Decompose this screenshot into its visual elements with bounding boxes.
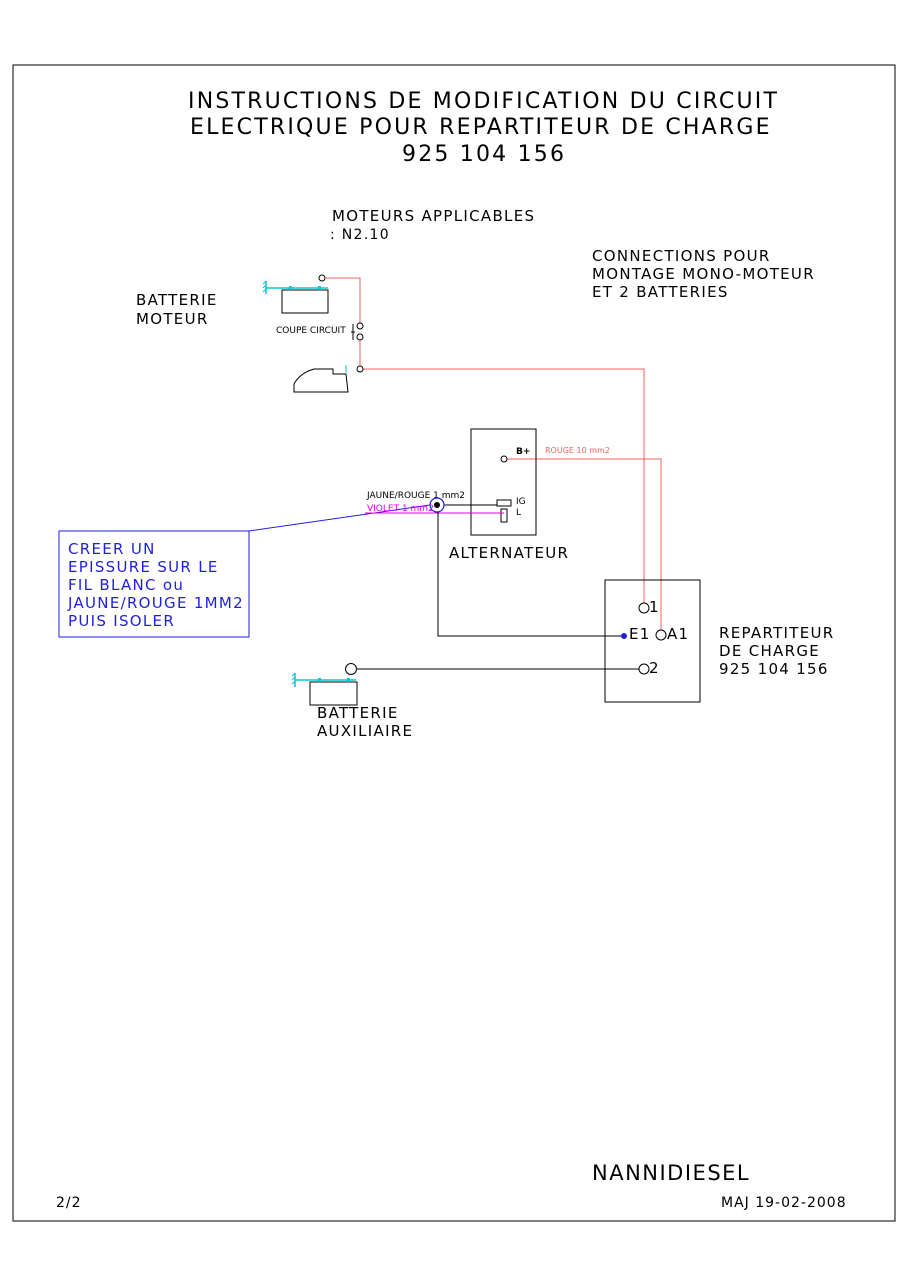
l-label: L	[516, 508, 522, 518]
cutoff-switch-label: COUPE CIRCUIT	[276, 326, 346, 336]
splitter-label-e1: E1	[629, 625, 651, 643]
charge-splitter-box	[604, 579, 701, 703]
splitter-terminal-a1	[655, 629, 667, 641]
splitter-label-a1: A1	[667, 625, 690, 643]
red-wire-label: ROUGE 10 mm2	[545, 446, 610, 455]
title-line-2: ELECTRIQUE POUR REPARTITEUR DE CHARGE	[190, 115, 772, 140]
battery-positive-terminal	[318, 274, 326, 282]
aux-battery	[291, 672, 358, 706]
splitter-label-2: 2	[649, 659, 660, 677]
page-border	[12, 64, 896, 1222]
violet-wire-label: VIOLET 1 mm2	[367, 504, 434, 514]
aux-battery-label-1: BATTERIE	[317, 704, 399, 722]
splitter-label-line-2: DE CHARGE	[719, 642, 821, 660]
splice-wires	[248, 504, 622, 637]
splitter-terminal-1	[638, 602, 650, 614]
engines-value: : N2.10	[330, 227, 390, 243]
alternator-l-terminal	[500, 508, 508, 523]
engine-battery-label-2: MOTEUR	[136, 310, 209, 328]
instruction-line-3: FIL BLANC ou	[68, 576, 185, 594]
title-line-1: INSTRUCTIONS DE MODIFICATION DU CIRCUIT	[188, 89, 780, 114]
instruction-line-2: EPISSURE SUR LE	[68, 558, 219, 576]
brand-label: NANNIDIESEL	[592, 1161, 751, 1185]
connections-note-3: ET 2 BATTERIES	[592, 283, 729, 301]
yellow-red-wire-label: JAUNE/ROUGE 1 mm2	[367, 491, 465, 501]
connections-note-2: MONTAGE MONO-MOTEUR	[592, 265, 815, 283]
alternator-ig-terminal	[496, 499, 512, 507]
update-date: MAJ 19-02-2008	[721, 1195, 847, 1211]
alternator-box	[470, 428, 537, 536]
title-line-3: 925 104 156	[402, 142, 567, 167]
engines-heading: MOTEURS APPLICABLES	[332, 207, 536, 225]
cutoff-switch	[351, 322, 364, 341]
aux-battery-positive-terminal	[345, 663, 357, 675]
aux-battery-label-2: AUXILIAIRE	[317, 722, 414, 740]
starter-motor	[293, 365, 349, 393]
alternator-label: ALTERNATEUR	[449, 544, 570, 562]
splitter-label-line-3: 925 104 156	[719, 660, 829, 678]
splitter-terminal-e1	[621, 633, 627, 639]
red-wire	[325, 277, 662, 630]
engine-battery-label-1: BATTERIE	[136, 291, 218, 309]
alternator-bplus-terminal	[500, 455, 508, 463]
instruction-line-1: CREER UN	[68, 540, 156, 558]
engine-battery	[262, 280, 329, 314]
connections-note-1: CONNECTIONS POUR	[592, 247, 771, 265]
splitter-terminal-2	[638, 663, 650, 675]
page-number: 2/2	[56, 1195, 82, 1211]
bplus-label: B+	[516, 447, 531, 457]
ig-label: IG	[516, 497, 526, 507]
splitter-label-line-1: REPARTITEUR	[719, 624, 835, 642]
instruction-box	[58, 530, 250, 638]
starter-terminal	[356, 365, 364, 373]
splitter-label-1: 1	[649, 598, 660, 616]
instruction-line-4: JAUNE/ROUGE 1MM2	[68, 594, 244, 612]
instruction-line-5: PUIS ISOLER	[68, 612, 176, 630]
